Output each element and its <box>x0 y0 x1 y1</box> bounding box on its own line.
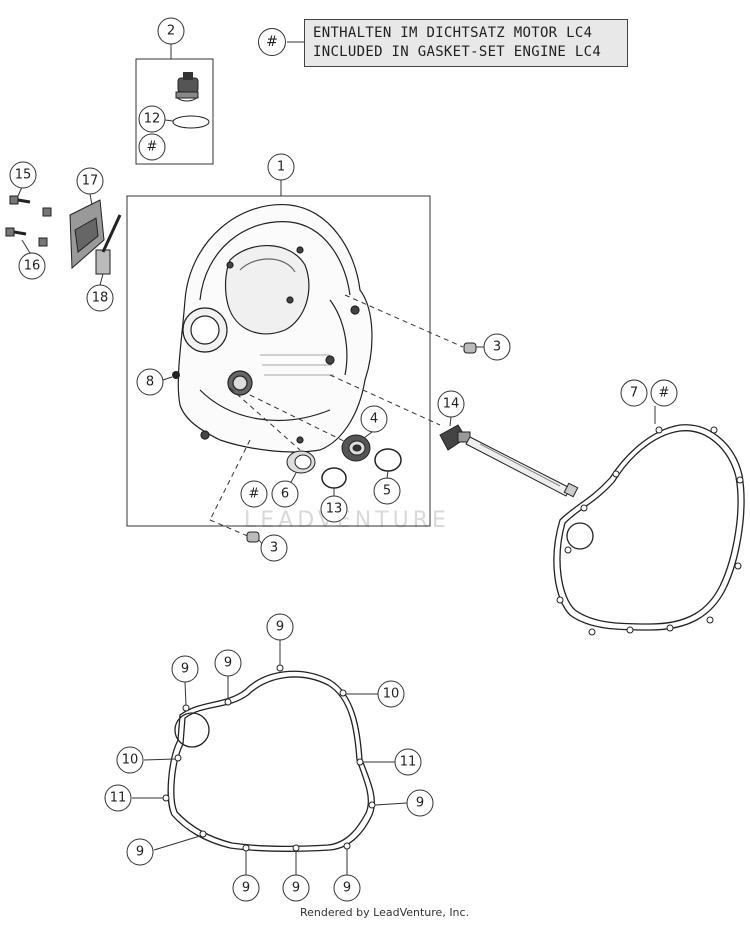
callout-6-hash: # <box>249 487 260 502</box>
callout-8: 8 <box>146 375 154 390</box>
nut-icon <box>38 207 52 247</box>
legend-line-german: ENTHALTEN IM DICHTSATZ MOTOR LC4 <box>313 25 593 41</box>
callout-10-left: 10 <box>122 753 139 768</box>
callout-2: 2 <box>167 24 175 39</box>
dashed-leader <box>249 394 353 446</box>
legend-line-english: INCLUDED IN GASKET-SET ENGINE LC4 <box>313 44 602 60</box>
o-ring-icon <box>172 115 210 129</box>
dashed-leader <box>344 294 464 348</box>
callout-7: 7 <box>630 386 638 401</box>
circlip-icon <box>321 467 347 489</box>
callout-18: 18 <box>92 291 109 306</box>
clutch-cover-icon <box>177 204 373 453</box>
callout-5: 5 <box>383 484 391 499</box>
dashed-leader <box>329 374 441 426</box>
callout-16: 16 <box>24 259 41 274</box>
callout-11-left: 11 <box>110 791 127 806</box>
gasket-leaders <box>132 640 408 875</box>
callout-17: 17 <box>82 174 99 189</box>
gasket-hole-markers <box>162 426 744 852</box>
filler-cap-icon <box>175 72 199 102</box>
sensor-icon <box>69 199 122 275</box>
callout-9-lower-left: 9 <box>136 845 144 860</box>
plug-icon <box>172 371 180 379</box>
callout-2-hash: # <box>147 140 158 155</box>
callout-9-upper-left: 9 <box>181 662 189 677</box>
callout-4: 4 <box>370 412 378 427</box>
bearing-icon <box>341 434 371 462</box>
callout-6: 6 <box>281 487 289 502</box>
callout-circles <box>9 17 678 902</box>
dashed-leader <box>209 439 251 521</box>
shaft-seal-icon <box>286 450 316 474</box>
dashed-leader <box>209 519 251 538</box>
callout-10-right: 10 <box>383 687 400 702</box>
callout-9-right: 9 <box>416 796 424 811</box>
callout-9-bottom-1: 9 <box>242 881 250 896</box>
callout-9-bottom-3: 9 <box>343 881 351 896</box>
circlip-icon <box>374 448 402 472</box>
callout-13: 13 <box>326 502 343 517</box>
callout-14: 14 <box>443 397 460 412</box>
legend-hash-marker: # <box>258 28 286 56</box>
callout-1: 1 <box>277 160 285 175</box>
callout-7-hash: # <box>659 386 670 401</box>
callout-9-bottom-2: 9 <box>292 881 300 896</box>
callout-9-top: 9 <box>276 620 284 635</box>
callout-15: 15 <box>15 168 32 183</box>
outer-gasket-icon <box>553 424 745 631</box>
legend-box: ENTHALTEN IM DICHTSATZ MOTOR LC4 INCLUDE… <box>304 19 628 67</box>
group-box-1 <box>126 195 431 527</box>
bolt-icon <box>5 195 31 237</box>
callout-11-right: 11 <box>400 755 417 770</box>
callout-12: 12 <box>144 112 161 127</box>
inner-gasket-icon <box>167 670 376 852</box>
render-credit: Rendered by LeadVenture, Inc. <box>300 906 470 919</box>
bushing-icon <box>246 342 477 543</box>
dashed-leader <box>229 387 301 451</box>
callout-9-upper-mid: 9 <box>224 656 232 671</box>
group-box-2 <box>135 58 214 165</box>
callout-3-lower: 3 <box>270 541 278 556</box>
pump-shaft-icon <box>439 424 579 498</box>
callout-3-upper: 3 <box>493 340 501 355</box>
